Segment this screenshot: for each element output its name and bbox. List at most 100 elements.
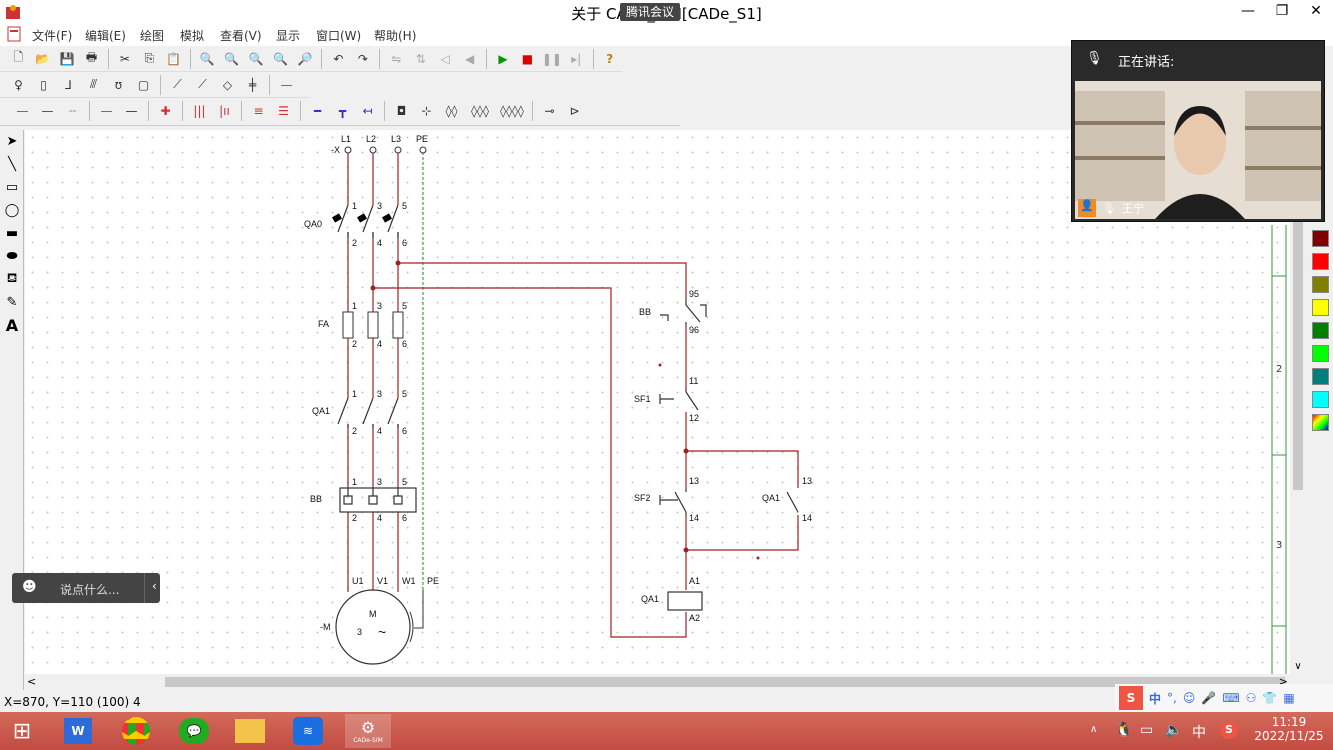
switch-icon[interactable]: ⅃ — [65, 77, 72, 92]
terminal-4-icon[interactable]: ◊◊◊◊ — [500, 103, 524, 118]
document-icon[interactable] — [6, 26, 22, 42]
diode-icon[interactable]: ◇ — [222, 77, 233, 92]
ime-language[interactable]: 中 — [1149, 691, 1162, 706]
flip-vertical-icon[interactable]: ⇅ — [415, 51, 426, 66]
close-icon[interactable]: ✕ — [1310, 3, 1322, 19]
lamp-icon[interactable]: ♀ — [14, 77, 23, 92]
menu-display[interactable]: 显示 — [276, 29, 301, 43]
zoom-out-icon[interactable]: 🔍 — [224, 51, 240, 66]
emoji-icon[interactable]: ☻ — [22, 579, 37, 595]
pointer-icon[interactable]: ➤ — [6, 134, 18, 149]
tray-sogou-icon[interactable]: S — [1220, 721, 1238, 739]
terminal-3-icon[interactable]: ◊◊◊ — [471, 103, 489, 118]
line-blue-tap-icon[interactable]: ┳ — [338, 103, 347, 118]
ime-menu-icon[interactable]: ▦ — [1283, 691, 1295, 705]
clock-time[interactable]: 11:19 — [1271, 715, 1307, 729]
zoom-area-icon[interactable]: 🔍 — [273, 51, 289, 66]
menu-view[interactable]: 查看(V) — [220, 29, 262, 43]
help-icon[interactable]: ? — [606, 51, 614, 66]
pause-icon[interactable]: ❚❚ — [541, 51, 562, 66]
wire-blue-icon[interactable]: — — [41, 103, 54, 118]
transformer-icon[interactable]: ʊ — [114, 77, 123, 92]
color-swatch-lime[interactable] — [1312, 345, 1329, 362]
chrome-icon[interactable] — [122, 717, 150, 745]
chat-input-pill[interactable]: ☻ 说点什么... ‹ — [12, 573, 160, 603]
zoom-in-icon[interactable]: 🔍 — [199, 51, 215, 66]
tencent-meeting-badge[interactable]: 腾讯会议 — [620, 3, 681, 21]
menu-window[interactable]: 窗口(W) — [316, 29, 362, 43]
tray-volume-icon[interactable]: 🔈 — [1165, 722, 1183, 738]
eyedropper-icon[interactable]: ✎ — [6, 295, 18, 310]
rotate-left-icon[interactable]: ◁ — [440, 51, 450, 66]
cade-taskbar-item[interactable]: ⚙ CADe-SIM — [345, 714, 391, 748]
line-blue-arrow-icon[interactable]: ↤ — [362, 103, 373, 118]
ime-keyboard-icon[interactable]: ⌨ — [1222, 691, 1240, 705]
ime-skin-icon[interactable]: ⚇ — [1245, 691, 1257, 705]
text-tool-icon[interactable]: A — [5, 316, 19, 335]
wire-green-icon[interactable]: ╌ — [68, 103, 77, 118]
tray-network-icon[interactable]: ▭ — [1140, 722, 1154, 738]
sogou-icon[interactable]: S — [1119, 686, 1143, 710]
menu-simulate[interactable]: 模拟 — [180, 29, 205, 43]
socket-icon[interactable]: ⊳ — [569, 103, 580, 118]
menu-file[interactable]: 文件(F) — [32, 29, 73, 43]
tray-language[interactable]: 中 — [1192, 725, 1206, 741]
cade-app-icon[interactable] — [4, 3, 22, 21]
save-icon[interactable]: 💾 — [59, 51, 75, 66]
filled-ellipse-icon[interactable]: ⬬ — [6, 249, 18, 264]
windows-start-icon[interactable]: ⊞ — [12, 718, 32, 744]
ime-emoji-icon[interactable]: ☺ — [1182, 691, 1196, 705]
filled-rectangle-icon[interactable]: ▬ — [5, 226, 19, 241]
print-icon[interactable]: 🖶 — [85, 50, 98, 64]
scroll-down-icon[interactable]: ∨ — [1294, 661, 1302, 672]
bus-branch-icon[interactable]: |ıı — [219, 103, 230, 118]
capacitor-icon[interactable]: ╪ — [248, 77, 257, 92]
menu-draw[interactable]: 绘图 — [140, 29, 165, 43]
tray-qq-icon[interactable]: 🐧 — [1115, 722, 1133, 738]
bus-vertical-icon[interactable]: ||| — [193, 103, 206, 118]
flip-horizontal-icon[interactable]: ⇋ — [391, 51, 402, 66]
ime-voice-icon[interactable]: 🎤 — [1201, 691, 1217, 705]
color-swatch-yellow[interactable] — [1312, 299, 1329, 316]
scroll-right-icon[interactable]: > — [1278, 675, 1288, 688]
menu-help[interactable]: 帮助(H) — [374, 29, 417, 43]
meeting-video-panel[interactable]: 🎙 正在讲话: 👤 🎙 王宁 — [1071, 40, 1325, 222]
clock-date[interactable]: 2022/11/25 — [1254, 729, 1324, 743]
tencent-meeting-icon[interactable]: ≋ — [293, 717, 323, 745]
file-explorer-icon[interactable] — [235, 719, 265, 743]
undo-icon[interactable]: ↶ — [333, 51, 344, 66]
color-swatch-teal[interactable] — [1312, 368, 1329, 385]
new-file-icon[interactable]: 🗋 — [13, 50, 24, 64]
bus-horizontal-branch-icon[interactable]: ☰ — [278, 103, 289, 118]
paste-icon[interactable]: 📋 — [166, 51, 182, 66]
color-swatch-olive[interactable] — [1312, 276, 1329, 293]
ellipse-icon[interactable]: ◯ — [4, 203, 20, 218]
junction-icon[interactable]: ✚ — [160, 103, 171, 118]
wire-icon[interactable]: — — [280, 77, 293, 92]
zoom-window-icon[interactable]: 🔎 — [297, 51, 313, 66]
chevron-left-icon[interactable]: ‹ — [152, 579, 157, 593]
stop-icon[interactable]: ■ — [521, 51, 534, 66]
contact-icon[interactable]: ⟋ — [173, 77, 182, 91]
rectangle-icon[interactable]: ▭ — [5, 180, 19, 195]
terminal-icon[interactable]: ◘ — [396, 103, 407, 118]
rotate-right-icon[interactable]: ◀ — [464, 51, 475, 66]
cut-icon[interactable]: ✂ — [119, 51, 130, 66]
line-blue-icon[interactable]: ━ — [313, 103, 322, 118]
color-swatch-dark-red[interactable] — [1312, 230, 1329, 247]
step-icon[interactable]: ▸| — [571, 51, 582, 66]
line-tool-icon[interactable]: ╲ — [8, 157, 16, 172]
relay-icon[interactable]: ▢ — [137, 77, 150, 92]
color-swatch-custom-icon[interactable] — [1312, 414, 1329, 431]
color-swatch-green[interactable] — [1312, 322, 1329, 339]
play-icon[interactable]: ▶ — [498, 51, 508, 66]
horizontal-scroll-thumb[interactable] — [165, 677, 1285, 687]
wire-red2-icon[interactable]: — — [100, 103, 113, 118]
color-swatch-red[interactable] — [1312, 253, 1329, 270]
copy-icon[interactable]: ⎘ — [144, 51, 155, 65]
bus-horizontal-icon[interactable]: ≡ — [253, 103, 264, 118]
wire-black-icon[interactable]: — — [125, 103, 138, 118]
chat-placeholder[interactable]: 说点什么... — [60, 583, 120, 597]
plug-icon[interactable]: ⊸ — [544, 103, 555, 118]
multi-switch-icon[interactable]: ⫻ — [89, 77, 98, 91]
